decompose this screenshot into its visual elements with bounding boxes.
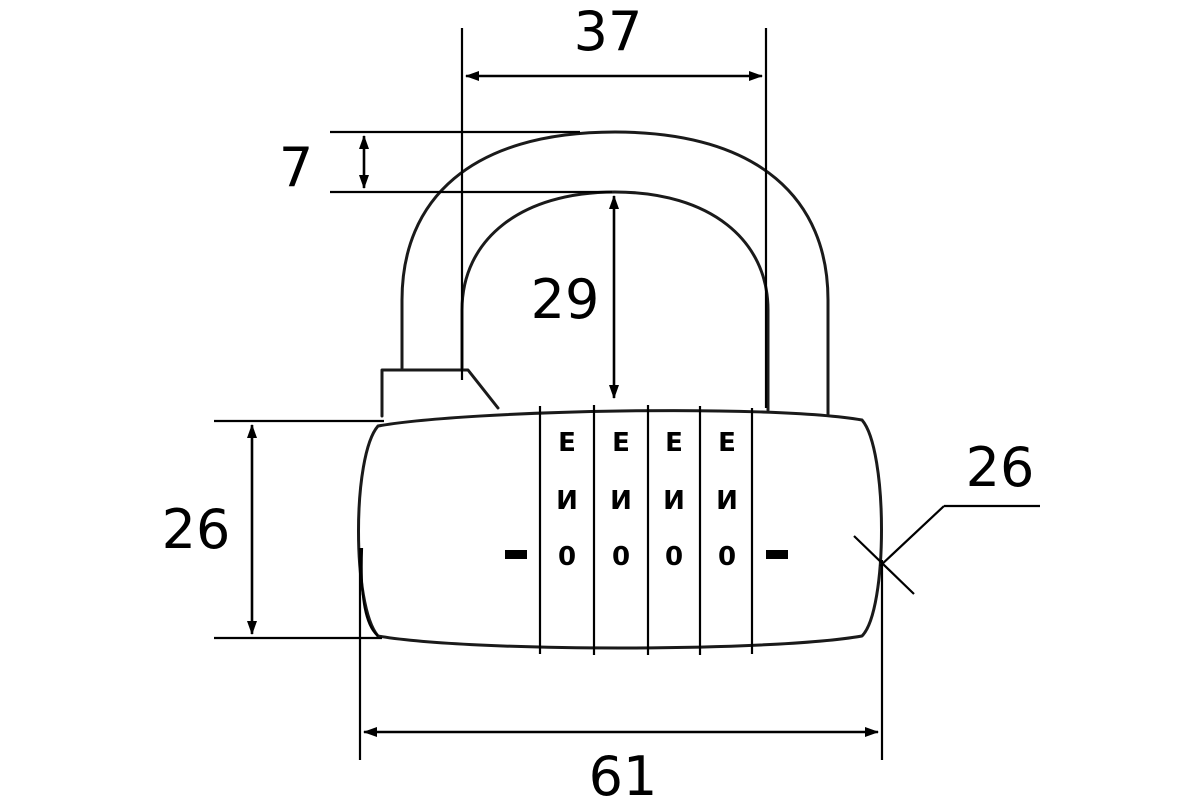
dimension-label-37: 37: [574, 0, 643, 63]
shackle-outer-edge: [400, 130, 830, 416]
wheel-2-middle-glyph: И: [610, 486, 632, 516]
shackle-collar: [380, 368, 500, 418]
wheel-4-top-glyph: E: [718, 428, 736, 458]
cross-mark: [853, 535, 915, 595]
shackle: [400, 130, 830, 416]
dimension-label-body-height: 26: [162, 498, 231, 561]
shackle-inner-edge: [460, 190, 770, 412]
lock-body-left-shade: [360, 547, 379, 637]
dimension-body-width: 61: [358, 548, 884, 800]
dimension-body-height: 26: [162, 419, 384, 640]
dimension-label-body-depth: 26: [966, 436, 1035, 499]
indicator-mark-left: [505, 550, 527, 559]
dimension-label-29: 29: [531, 268, 600, 331]
wheel-4-digit: 0: [718, 542, 736, 572]
wheel-2-top-glyph: E: [612, 428, 630, 458]
dimension-shackle-clearance: 29: [531, 195, 619, 399]
dimension-label-7: 7: [279, 136, 313, 199]
wheel-4-middle-glyph: И: [716, 486, 738, 516]
dimension-body-depth: 26: [853, 436, 1040, 595]
lock-body-outline: [357, 409, 883, 650]
wheel-3-top-glyph: E: [665, 428, 683, 458]
wheel-3-middle-glyph: И: [663, 486, 685, 516]
combination-wheels: E И 0 E И 0 E И 0 E И 0: [505, 405, 788, 655]
wheel-1-digit: 0: [558, 542, 576, 572]
dimension-shackle-thickness: 7: [279, 130, 612, 199]
dimension-label-61: 61: [589, 745, 658, 800]
wheel-1-middle-glyph: И: [556, 486, 578, 516]
lock-body: [357, 409, 883, 650]
wheel-2-digit: 0: [612, 542, 630, 572]
dimension-shackle-inner-width: 37: [460, 0, 768, 408]
leader-line: [879, 505, 945, 567]
indicator-mark-right: [766, 550, 788, 559]
wheel-3-digit: 0: [665, 542, 683, 572]
wheel-1-top-glyph: E: [558, 428, 576, 458]
